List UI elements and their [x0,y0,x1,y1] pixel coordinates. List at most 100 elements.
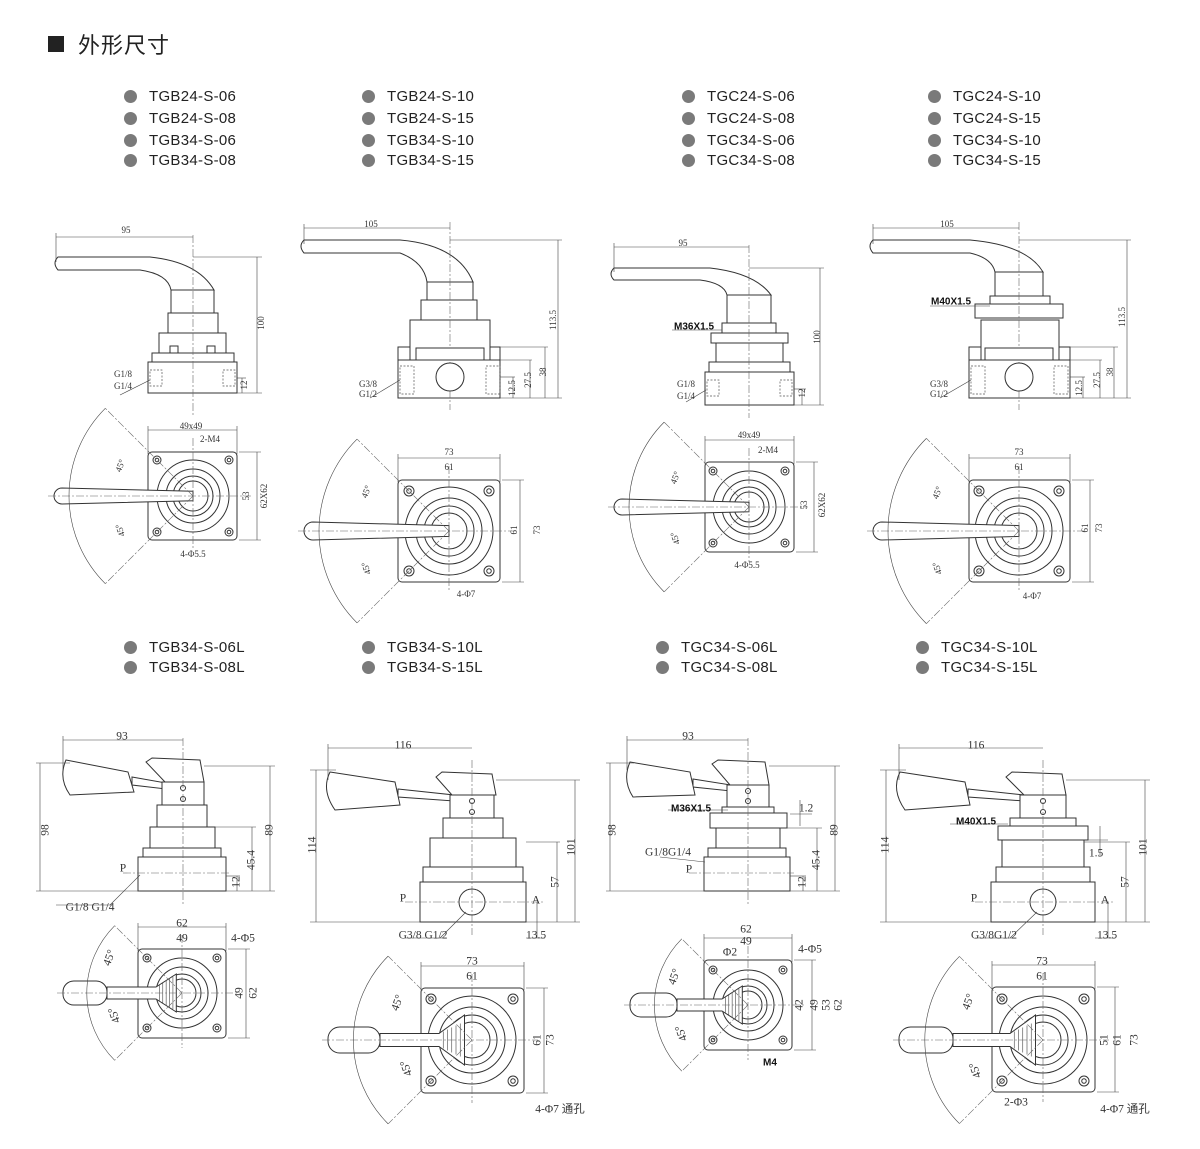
dimension-label-p: P [400,893,406,905]
dimension-label-h45: 45.4 [811,850,823,870]
model-item: TGB34-S-10 [362,130,474,150]
dimension-label-angle-top: 45° [930,485,944,501]
dimension-label-width: 93 [682,731,694,743]
model-number: TGC34-S-08L [681,658,778,676]
dimension-label-h42: 42 [794,999,806,1011]
dimension-label-angle-bottom: 45° [673,1023,690,1043]
lever-handle [303,521,450,541]
side-view-tgb-small [54,233,262,415]
dimension-label-width: 95 [679,238,689,248]
dimension-label-thread: M40X1.5 [956,817,996,828]
dimension-label-port: G3/8 G1/2 [399,930,448,942]
handle-grip [895,771,971,811]
dimension-label-h27: 27.5 [1092,372,1102,388]
dimension-label-p: P [971,893,977,905]
dimension-label-width: 116 [395,740,412,752]
dimension-label-outer: 62X62 [259,484,269,509]
model-number: TGB34-S-10 [387,131,475,149]
dimension-label-port: G1/8 [677,379,696,389]
dimension-label-angle-bottom: 45° [106,1005,123,1025]
dimension-label-total: 98 [40,824,52,836]
model-item: TGB34-S-15 [362,150,474,170]
lever-handle [869,239,1044,273]
dimension-label-mount-holes: 4-Φ7 [457,589,476,599]
dimension-label-outer-h: 73 [545,1034,557,1046]
bullet-dot-icon [682,89,695,103]
top-view-tgc-large-l [893,956,1119,1124]
square-bullet-icon [48,36,64,52]
dimension-label-port: G3/8 [359,379,378,389]
dimension-label-mount-holes: 4-Φ5 [798,944,822,956]
body-part [420,299,478,321]
dimension-label-inner-h: 49 [234,987,246,999]
dimension-label-angle-top: 45° [389,993,406,1013]
dimension-label-port2: G1/2 [359,389,377,399]
dimension-label-h51: 51 [1099,1034,1111,1046]
trigger-lever [711,759,770,786]
body-part [149,826,216,849]
rotation-angle-arc [86,925,115,1061]
mount-hole-inner [510,996,516,1002]
dimension-label-outer-h: 73 [532,525,542,535]
dimension-label-angle-top: 45° [668,470,682,486]
dimension-label-angle-bottom: 45° [668,530,682,546]
bullet-dot-icon [682,111,695,125]
model-item: TGB34-S-15L [362,657,483,677]
model-number: TGB34-S-06L [149,638,245,656]
dimension-label-inner-h: 61 [532,1034,544,1046]
model-number: TGB34-S-10L [387,638,483,656]
dimension-label-outer-h: 62 [248,987,260,999]
body-part [137,856,227,892]
section-heading: 外形尺寸 [48,28,170,60]
dimension-label-outer: 62X62 [817,493,827,518]
dimension-label-port-height: 12 [231,876,243,888]
body-part [989,295,1051,305]
dimension-label-offset: 13.5 [1097,930,1117,942]
model-item: TGC34-S-06 [682,130,795,150]
dimension-label-port2: G1/4 [677,391,696,401]
model-item: TGC24-S-15 [928,106,1041,130]
body-part [715,342,784,363]
model-number: TGC34-S-10L [941,638,1038,656]
model-item: TGB24-S-06 [124,86,236,106]
dimension-label-width: 93 [116,731,128,743]
bullet-dot-icon [124,111,137,125]
dimension-label-port-height: 12 [239,381,249,390]
model-number: TGB24-S-15 [387,109,475,127]
side-view-tgb-large-l [310,744,580,939]
body-part [147,361,238,394]
dimension-label-angle-bottom: 45° [930,560,944,576]
angle-line [387,955,473,1041]
dimension-line [1009,911,1038,939]
top-view-tgc-large [867,438,1094,624]
body-part [442,817,504,839]
bullet-dot-icon [124,660,137,674]
dimension-label-outer-w: 73 [466,956,478,968]
bullet-dot-icon [928,153,941,167]
bullet-dot-icon [124,153,137,167]
angle-line [663,421,750,508]
dimension-line [119,379,151,396]
dimension-label-port: G3/8G1/2 [971,930,1017,942]
rotation-angle-arc [353,955,389,1125]
lever-rod [131,776,167,790]
bullet-dot-icon [124,133,137,147]
dimension-label-port2: G1/4 [114,381,133,391]
mount-hole-inner [780,1037,786,1043]
mount-hole-inner [510,1078,516,1084]
bullet-dot-icon [928,89,941,103]
mount-hole-inner [1056,568,1062,574]
rotation-angle-arc [654,938,683,1072]
model-item: TGC34-S-10 [928,130,1041,150]
side-view-tgc-large-l [880,744,1150,939]
model-item: TGB34-S-06L [124,637,245,657]
body-part [703,856,791,892]
angle-line [356,438,450,532]
body-part [710,332,789,344]
dimension-label-port: G1/8 G1/4 [66,902,115,914]
dimension-label-mount-holes: 4-Φ5.5 [734,560,760,570]
dimension-label-port: G1/8 [114,369,133,379]
